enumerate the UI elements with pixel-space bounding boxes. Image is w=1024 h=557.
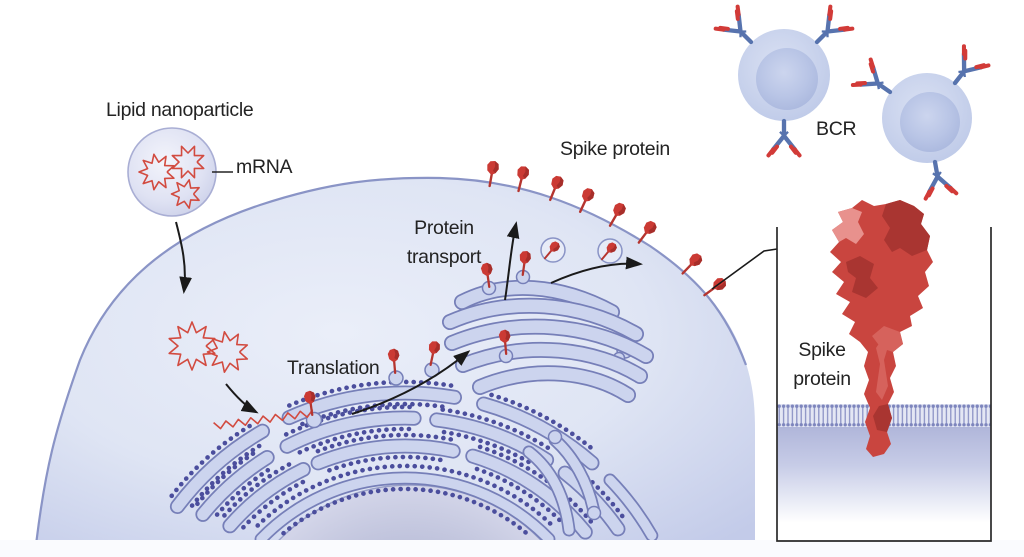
arrow-er-to-golgi [351, 350, 471, 415]
label-lipid-nanoparticle: Lipid nanoparticle [106, 99, 254, 121]
label-spike-protein: Spike protein [560, 138, 670, 160]
inset-box [776, 200, 992, 542]
label-mrna: mRNA [236, 156, 293, 178]
label-bcr: BCR [816, 118, 857, 140]
label-translation: Translation [287, 357, 380, 379]
bcr-receptor-icon [768, 121, 799, 155]
transport-vesicles [540, 237, 623, 264]
inset-spike-protein [830, 200, 933, 457]
translation-site [305, 362, 440, 429]
process-arrows [175, 221, 643, 415]
inset-border [776, 227, 992, 542]
arrow-protein-transport [504, 221, 520, 301]
lipid-nanoparticle-graphic [127, 127, 217, 217]
ribosomes [169, 379, 627, 536]
cell-membrane [35, 176, 748, 540]
er-mrna-strand [213, 409, 314, 430]
b-cell-2 [853, 46, 989, 198]
bcr-receptor-icon [920, 159, 957, 198]
b-cell-1 [716, 7, 853, 156]
bottom-fade [0, 540, 1024, 557]
arrow-to-er [225, 383, 259, 414]
arrow-uptake [175, 221, 193, 294]
label-inset-spike-protein: Spike protein [793, 339, 851, 390]
label-protein-transport: Protein transport [406, 217, 482, 268]
free-mrna-strands [168, 321, 249, 373]
inset-connector-line [711, 248, 778, 290]
arrow-to-membrane [550, 256, 643, 284]
nucleus [278, 484, 542, 540]
